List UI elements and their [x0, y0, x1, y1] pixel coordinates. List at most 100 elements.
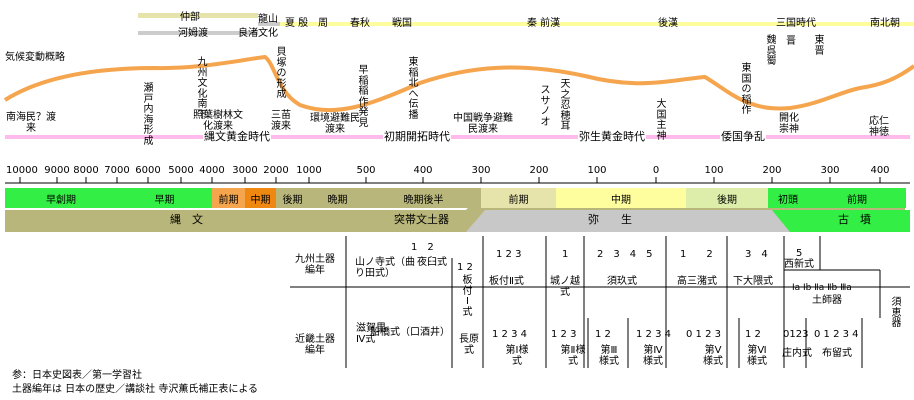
kinki-shigasato: 滋賀里Ⅳ式	[356, 323, 386, 345]
kyushu-itatsuke2: 板付Ⅱ式	[489, 276, 524, 287]
event-amaterasu: 天之忍穂耳	[560, 79, 571, 132]
reference-1: 参：日本史図表／第一学習社	[12, 370, 142, 381]
dynasty-zhanguo: 戦国	[392, 18, 412, 29]
axis-ticks	[19, 177, 881, 183]
axis-tick-label: 7000	[104, 165, 130, 176]
event-okuni: 大国主神	[656, 99, 667, 142]
axis-tick-label: 3000	[232, 165, 258, 176]
kinki-s2: 第Ⅱ様式	[560, 345, 586, 367]
event-east-rice: 東稲北へ伝播	[408, 57, 419, 121]
dynasty-nanbei: 南北朝	[870, 18, 900, 29]
axis-tick-label: 200	[762, 165, 782, 176]
kyushu-shironokoshi: 城ノ越式	[550, 276, 580, 298]
kinki-s6: 第Ⅵ様式	[747, 345, 767, 367]
shell-label: 仲部	[180, 12, 200, 23]
climate-curve	[3, 54, 914, 113]
reference-2: 土器編年は 日本の歴史／講談社 寺沢薫氏補正表による	[12, 384, 259, 395]
era-jomon-golden: 縄文黄金時代	[203, 130, 271, 143]
kinki-s4: 第Ⅳ様式	[643, 345, 663, 367]
dynasty-band	[280, 22, 914, 26]
kinki-furu-num: 0 1 2 3 4	[814, 329, 859, 340]
period-kofun-initial: 初頭	[768, 188, 808, 208]
kinki-s1: 第Ⅰ様式	[505, 345, 529, 367]
period-early: 早期	[117, 188, 212, 208]
kinki-s5-num: 0 1 2 3	[686, 329, 721, 340]
dynasty-weiwushu: 魏呉蜀	[766, 35, 777, 67]
kyushu-yamanodera: 山ノ寺式（曲り田式）	[355, 257, 415, 279]
climate-label: 気候変動概略	[5, 52, 65, 63]
kyushu-nishijin-num: 5	[796, 248, 803, 259]
axis-tick-label: 1000	[296, 165, 322, 176]
kyushu-itatsuke1-num: 1 2	[457, 262, 473, 273]
era-yayoi-golden: 弥生黄金時代	[578, 130, 646, 143]
period-middle: 中期	[245, 188, 276, 208]
axis-tick-label: 300	[471, 165, 491, 176]
kyushu-yusu: 夜臼式	[417, 257, 447, 268]
hemudu-band	[138, 31, 258, 35]
period-yayoi-former: 前期	[481, 188, 556, 208]
band-toutai: 突帯文土器	[394, 213, 449, 226]
kinki-nagahara: 長原式	[459, 334, 479, 356]
kyushu-takamiwatashi-num: 1 2	[680, 249, 713, 260]
table-grid	[290, 236, 910, 368]
kinki-s4-num: 1 2 3 4	[636, 329, 671, 340]
axis-tick-label: 200	[529, 165, 549, 176]
band-jomon: 縄 文	[170, 213, 203, 226]
shell-band	[138, 13, 258, 18]
axis-tick-label: 400	[870, 165, 890, 176]
period-yayoi-middle: 中期	[556, 188, 686, 208]
period-final-latter: 晩期後半	[366, 188, 481, 208]
period-late: 後期	[276, 188, 309, 208]
kyushu-hajiki: 土師器	[812, 295, 842, 306]
kyushu-shimookuma: 下大隈式	[733, 276, 773, 287]
longshan-label: 龍山	[258, 14, 278, 25]
kyushu-takamiwatashi: 高三潴式	[677, 276, 717, 287]
kinki-label: 近畿土器編年	[295, 334, 335, 356]
axis-tick-label: 4000	[199, 165, 225, 176]
axis-tick-label: 10000	[6, 165, 38, 176]
kyushu-itatsuke1: 板付Ⅰ式	[462, 275, 473, 318]
yayoi-band	[466, 210, 790, 232]
axis-tick-label: 2000	[263, 165, 289, 176]
axis-tick-label: 8000	[73, 165, 99, 176]
era-early-development: 初期開拓時代	[383, 130, 451, 143]
axis-tick-label: 400	[413, 165, 433, 176]
kinki-funahashi: 船橋式（口酒井）	[370, 327, 450, 338]
period-former: 前期	[212, 188, 245, 208]
longshan-band	[258, 22, 280, 26]
liangzhu-label: 良渚文化	[238, 28, 278, 39]
era-band	[5, 135, 910, 139]
event-oujin: 応仁神徳	[869, 116, 889, 138]
band-yayoi: 弥 生	[588, 213, 632, 226]
dynasty-three-kingdoms: 三国時代	[776, 18, 816, 29]
event-rice: 早稲稲作発見	[358, 65, 369, 129]
kofun-band	[772, 210, 910, 232]
kinki-furu: 布留式	[822, 348, 852, 359]
kyushu-shimookuma-num: 3 4	[745, 249, 768, 260]
dynasty-chunqiu: 春秋	[350, 18, 370, 29]
event-kyushu: 九州文化南下	[197, 57, 208, 121]
kyushu-hajiki-num: Ⅰa Ⅰb Ⅱa Ⅱb Ⅲa	[792, 283, 852, 293]
dynasty-qin-han: 秦 前漢	[527, 18, 561, 29]
axis-tick-label: 300	[820, 165, 840, 176]
kyushu-label: 九州土器編年	[295, 254, 335, 276]
kyushu-nishijin: 西新式	[784, 259, 814, 270]
kyushu-shironokoshi-num: 1	[562, 249, 569, 260]
event-south-sea: 南海民？渡来	[6, 112, 56, 134]
event-shell: 貝塚の形成	[276, 47, 287, 100]
event-evasion: 環境避難民渡来	[310, 113, 360, 135]
kinki-s3: 第Ⅲ様式	[599, 345, 619, 367]
kinki-s6-num: 1 2	[745, 329, 761, 340]
dynasty-jin: 晋	[786, 36, 796, 47]
kinki-shonai-num: 0123	[783, 329, 809, 340]
period-kofun-early: 前期	[808, 188, 906, 208]
kinki-sue: 須恵器	[891, 297, 902, 329]
kinki-s5: 第Ⅴ様式	[703, 345, 723, 367]
axis-tick-label: 5000	[168, 165, 194, 176]
event-terrace: 照葉樹林文化渡来	[193, 110, 243, 132]
axis-tick-label: 500	[356, 165, 376, 176]
axis-tick-label: 0	[652, 165, 660, 176]
kinki-s2-num: 1 2 3	[551, 329, 577, 340]
axis-tick-label: 9000	[44, 165, 70, 176]
dynasty-later-han: 後漢	[658, 18, 678, 29]
